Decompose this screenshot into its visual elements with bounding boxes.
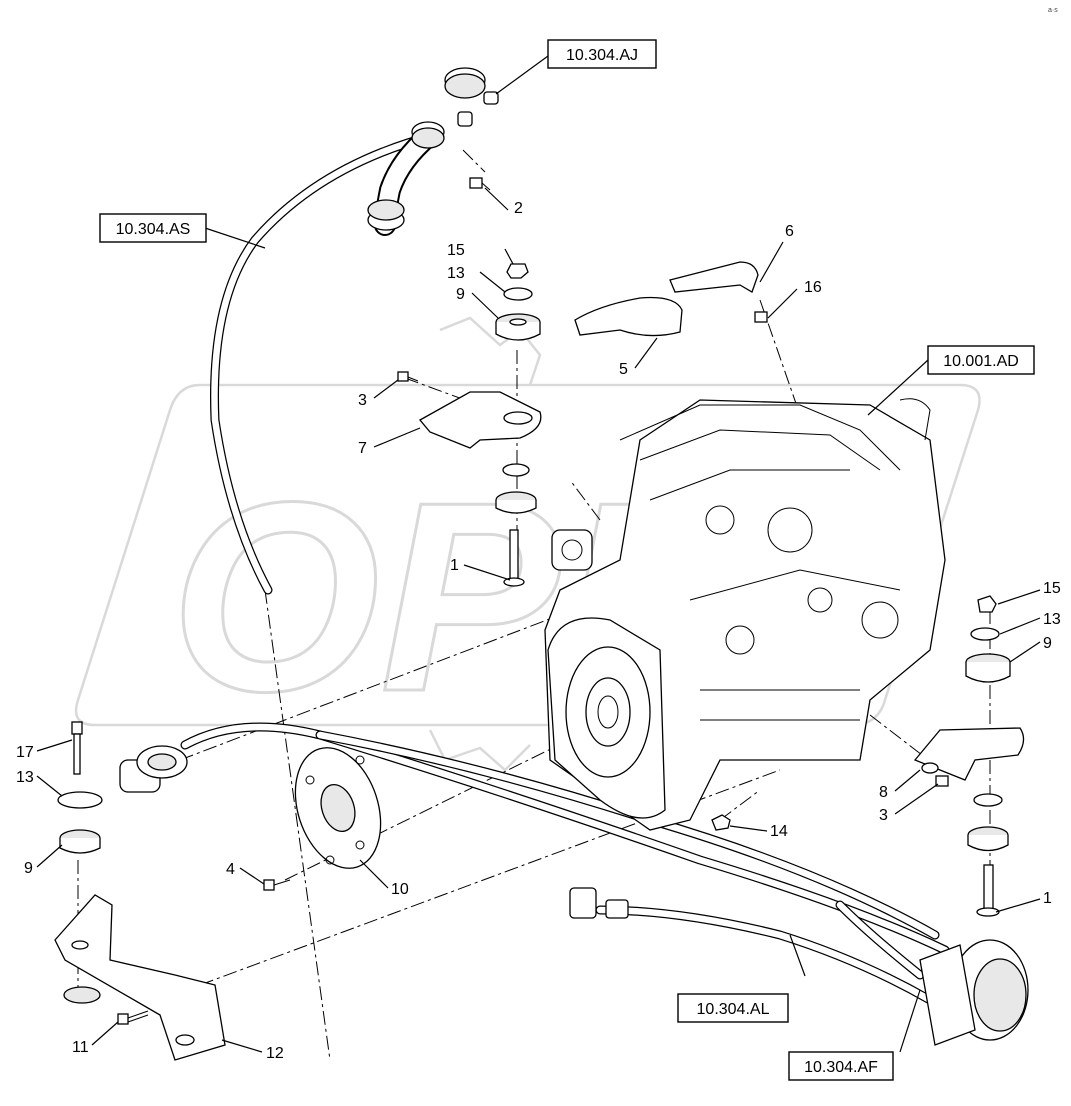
callout-9-right: 9 [1043,635,1052,652]
callout-numbers: 2 15 13 9 6 16 5 3 7 1 15 13 9 8 3 1 14 … [16,200,1061,1062]
callout-6: 6 [785,223,794,240]
reference-label-al-text: 10.304.AL [697,1001,770,1018]
engine-block [544,398,946,831]
callout-9-left: 9 [24,860,33,877]
front-left-mount-stack [397,263,542,587]
callout-5: 5 [619,361,628,378]
callout-3-left: 3 [358,392,367,409]
callout-15-right: 15 [1043,580,1061,597]
reference-label-ad: 10.001.AD [927,345,1035,375]
reference-label-af-text: 10.304.AF [804,1059,878,1076]
callout-17: 17 [16,744,34,761]
callout-11: 11 [72,1039,89,1056]
callout-14: 14 [770,823,788,840]
reference-label-as: 10.304.AS [99,213,207,243]
reference-label-as-text: 10.304.AS [116,221,191,238]
callout-9-top: 9 [456,286,465,303]
corner-mark: a·s [1048,7,1058,14]
callout-4: 4 [226,861,235,878]
reference-label-al: 10.304.AL [677,993,789,1023]
flex-coupling [263,747,382,891]
rear-left-mount-stack [54,721,226,1061]
callout-3-right: 3 [879,807,888,824]
callout-2: 2 [514,200,523,217]
fittings-and-filter [119,745,1029,1046]
callout-15-top: 15 [447,242,465,259]
callout-8: 8 [879,784,888,801]
callout-13-right: 13 [1043,611,1061,628]
intake-hoses [574,261,768,337]
callout-1-left: 1 [450,557,459,574]
callout-12: 12 [266,1045,284,1062]
reference-label-aj-text: 10.304.AJ [566,47,638,64]
callout-10: 10 [391,881,409,898]
front-right-mount-stack [913,595,1025,917]
reference-label-aj: 10.304.AJ [547,39,657,69]
filler-cap-assembly [367,67,499,231]
reference-label-ad-text: 10.001.AD [943,353,1019,370]
callout-7: 7 [358,440,367,457]
reference-label-af: 10.304.AF [788,1051,894,1081]
callout-13-left: 13 [16,769,34,786]
callout-1-right: 1 [1043,890,1052,907]
leader-lines [36,55,1041,1053]
callout-16: 16 [804,279,822,296]
callout-13-top: 13 [447,265,465,282]
